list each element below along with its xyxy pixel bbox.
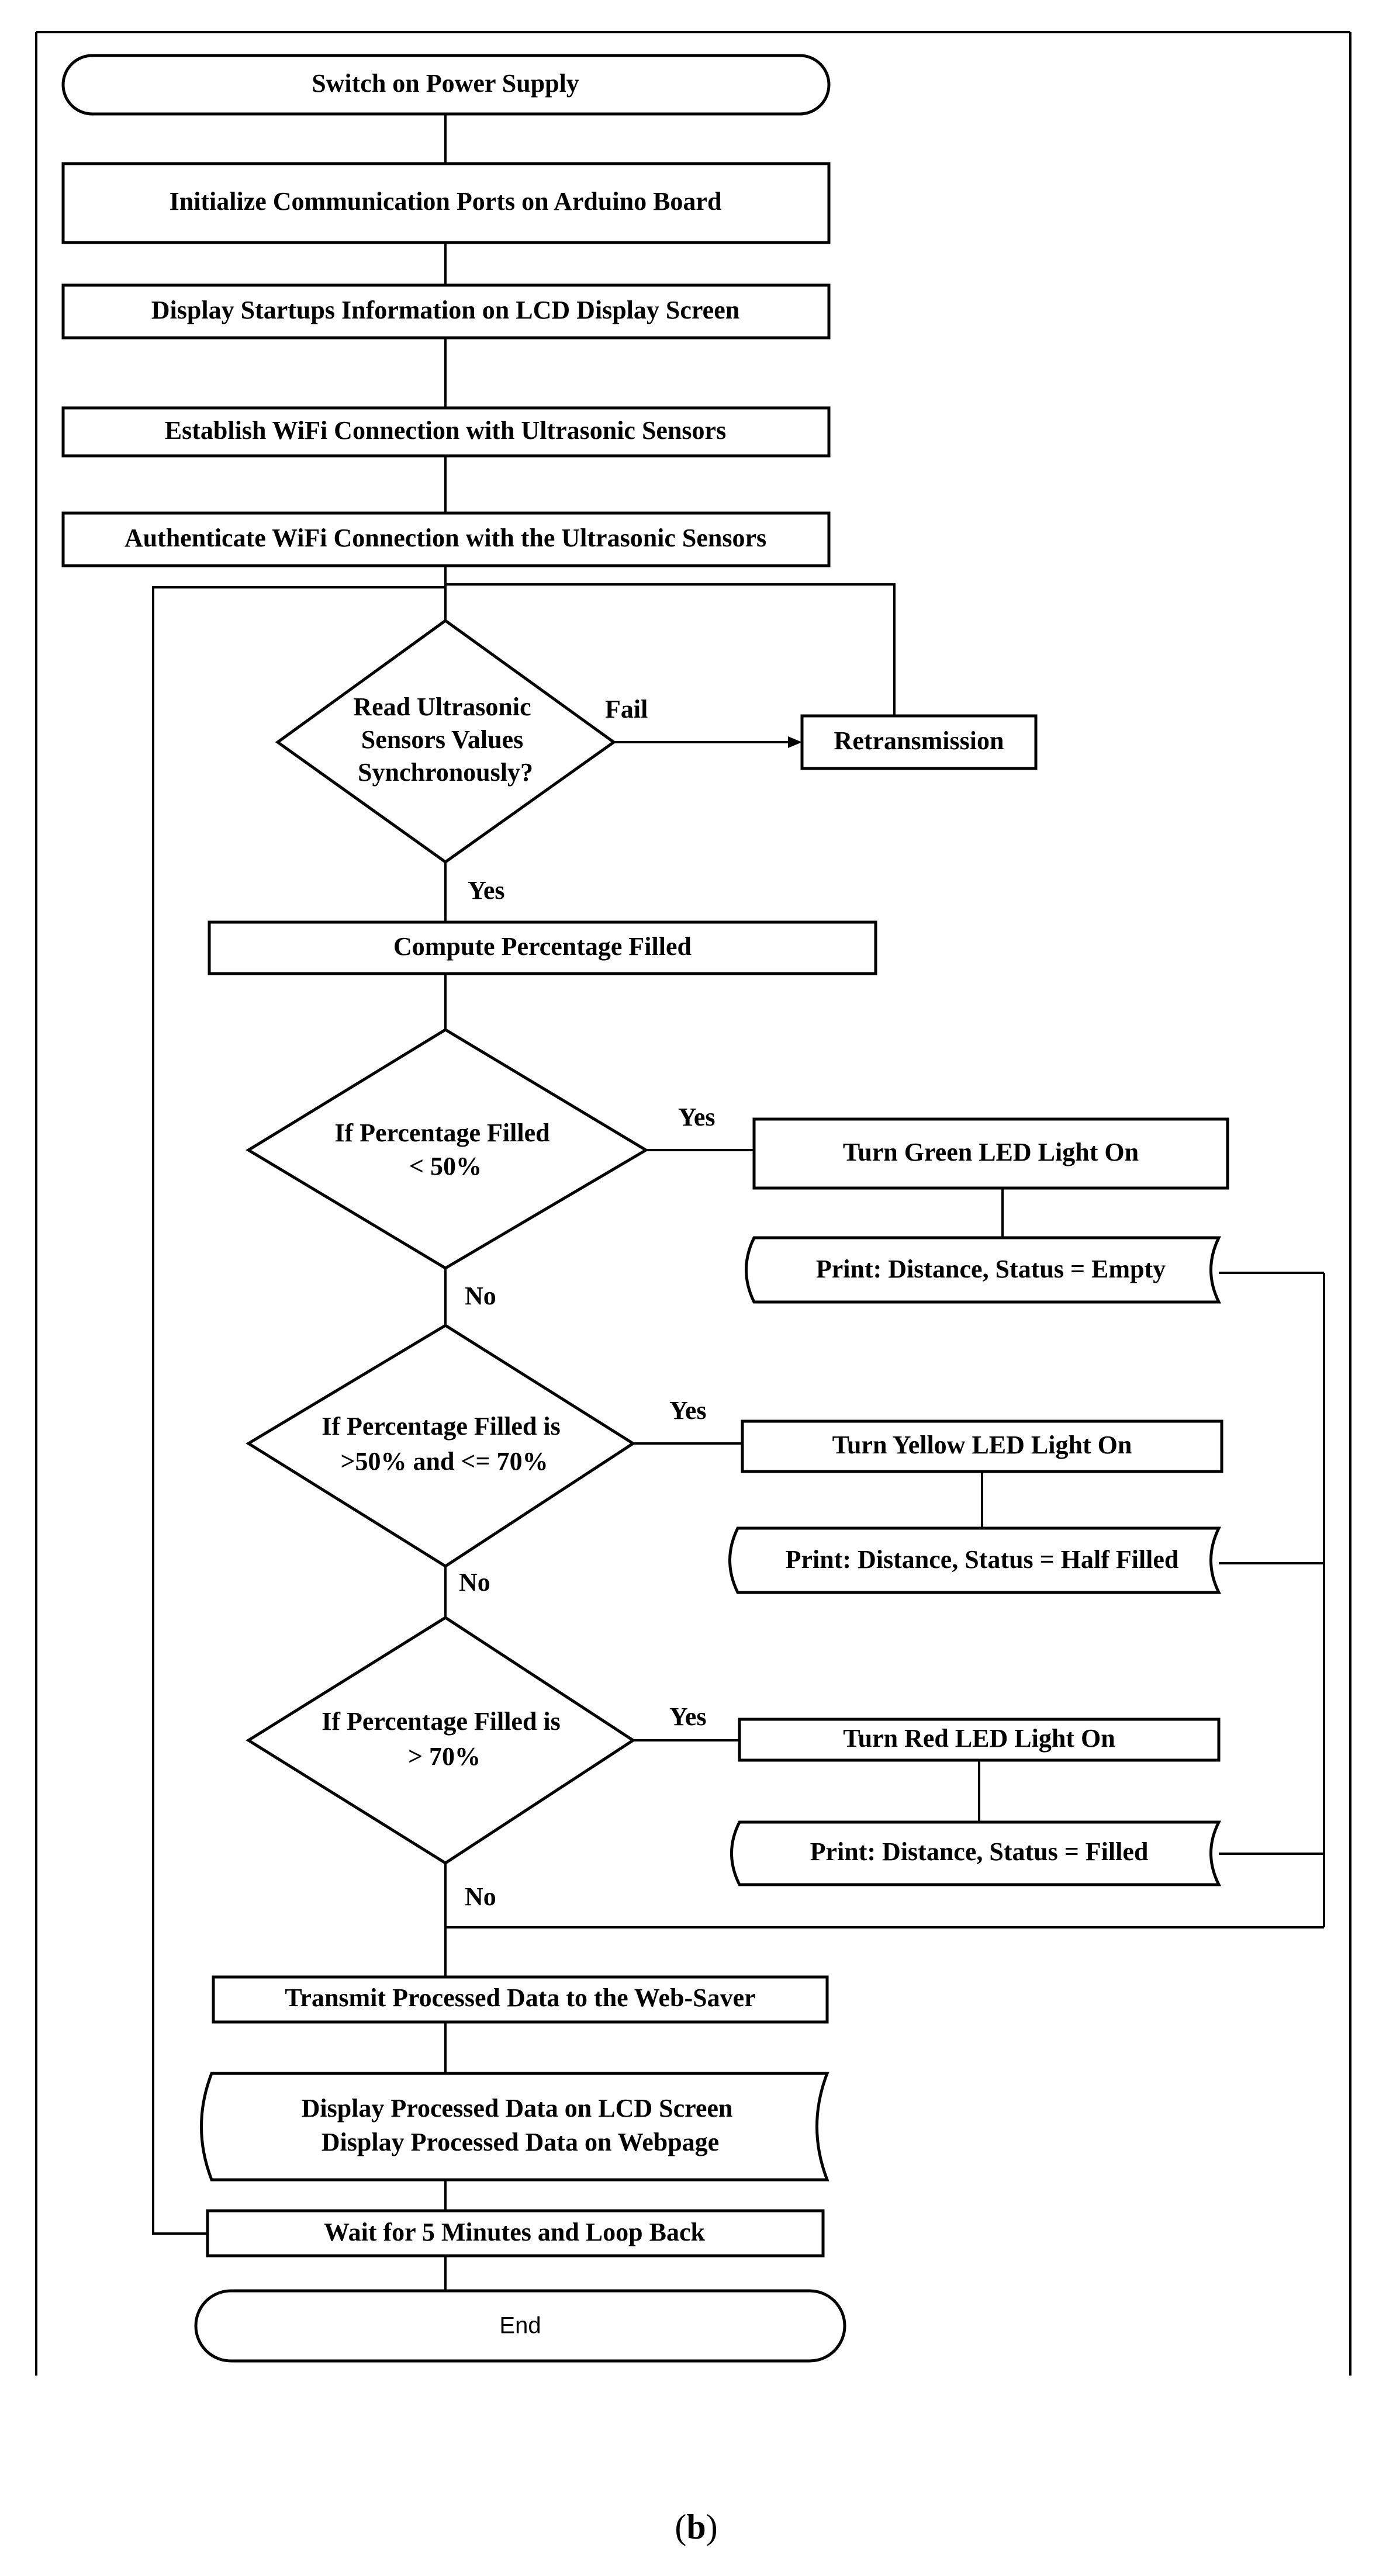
label-no-half: No <box>459 1568 490 1597</box>
print-empty-io <box>745 1236 1222 1304</box>
authenticate-wifi-label: Authenticate WiFi Connection with the Ul… <box>125 524 766 552</box>
decision-empty-line-1: If Percentage Filled <box>334 1119 549 1147</box>
compute-percentage-box <box>208 920 877 975</box>
retransmission-box <box>800 714 1038 770</box>
wait-loop-label: Wait for 5 Minutes and Loop Back <box>324 2218 705 2246</box>
yellow-led-label: Turn Yellow LED Light On <box>832 1431 1132 1459</box>
label-yes-empty: Yes <box>678 1103 715 1131</box>
establish-wifi-box <box>61 406 831 458</box>
caption-letter: b <box>686 2508 706 2546</box>
decision-half-label: If Percentage Filled is >50% and <= 70% <box>322 1412 567 1476</box>
caption-open: ( <box>675 2508 686 2546</box>
end-terminal <box>194 2289 846 2363</box>
display-startup-box <box>61 283 831 340</box>
yellow-led-box <box>741 1419 1223 1473</box>
decision-empty-line-2: < 50% <box>409 1152 482 1180</box>
print-half-label: Print: Distance, Status = Half Filled <box>786 1545 1179 1574</box>
init-ports-label: Initialize Communication Ports on Arduin… <box>170 187 722 216</box>
decision-full <box>246 1616 636 1865</box>
conn-retransmission-loop <box>445 583 896 716</box>
display-startup-label: Display Startups Information on LCD Disp… <box>151 296 739 324</box>
read-sensors-line-2: Sensors Values <box>361 725 524 754</box>
read-sensors-line-1: Read Ultrasonic <box>353 693 531 721</box>
print-empty-label: Print: Distance, Status = Empty <box>816 1255 1166 1283</box>
transmit-box <box>212 1975 829 2024</box>
label-yes-read: Yes <box>468 876 505 905</box>
decision-empty <box>246 1028 649 1270</box>
display-processed-io <box>200 2072 829 2182</box>
label-fail: Fail <box>605 695 648 723</box>
red-led-label: Turn Red LED Light On <box>843 1724 1115 1753</box>
decision-half <box>246 1324 636 1568</box>
figure-caption: (b) <box>675 2508 717 2546</box>
display-processed-line-2: Display Processed Data on Webpage <box>322 2128 719 2156</box>
conn-wait-loop-back <box>152 586 445 2235</box>
read-sensors-line-3: Synchronously? <box>358 758 533 787</box>
green-led-label: Turn Green LED Light On <box>843 1138 1139 1166</box>
decision-full-line-1: If Percentage Filled is <box>322 1707 561 1736</box>
authenticate-wifi-box <box>61 511 831 567</box>
caption-close: ) <box>706 2508 718 2546</box>
print-full-label: Print: Distance, Status = Filled <box>810 1837 1149 1866</box>
read-sensors-label: Read Ultrasonic Sensors Values Synchrono… <box>353 693 537 787</box>
read-sensors-decision <box>275 618 617 864</box>
start-terminal-label: Switch on Power Supply <box>312 69 579 98</box>
decision-empty-label: If Percentage Filled < 50% <box>334 1119 556 1180</box>
arrow-head-fail <box>788 736 802 748</box>
decision-half-line-2: >50% and <= 70% <box>340 1447 548 1476</box>
retransmission-label: Retransmission <box>834 726 1004 755</box>
print-half-io <box>728 1526 1222 1594</box>
green-led-box <box>752 1117 1229 1190</box>
label-yes-full: Yes <box>669 1702 707 1731</box>
compute-percentage-label: Compute Percentage Filled <box>393 932 692 961</box>
display-processed-label: Display Processed Data on LCD Screen Dis… <box>302 2094 739 2156</box>
establish-wifi-label: Establish WiFi Connection with Ultrasoni… <box>165 416 726 445</box>
decision-half-line-1: If Percentage Filled is <box>322 1412 561 1441</box>
label-no-full: No <box>465 1882 496 1911</box>
label-no-empty: No <box>465 1282 496 1310</box>
red-led-box <box>738 1718 1221 1762</box>
print-full-io <box>730 1820 1222 1886</box>
decision-full-line-2: > 70% <box>408 1742 481 1771</box>
label-yes-half: Yes <box>669 1396 707 1425</box>
display-processed-line-1: Display Processed Data on LCD Screen <box>302 2094 733 2123</box>
decision-full-label: If Percentage Filled is > 70% <box>322 1707 567 1771</box>
end-terminal-label: End <box>499 2313 541 2339</box>
wait-loop-box <box>206 2209 825 2258</box>
init-ports-box <box>61 162 831 244</box>
start-terminal <box>61 54 831 116</box>
transmit-label: Transmit Processed Data to the Web-Saver <box>285 1983 755 2012</box>
